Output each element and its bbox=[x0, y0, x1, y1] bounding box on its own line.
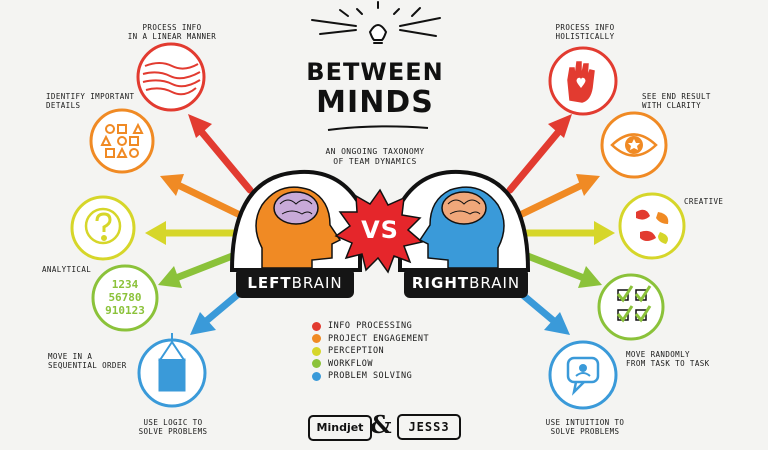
right-arrows bbox=[501, 114, 615, 335]
left-trait-4: MOVE IN A SEQUENTIAL ORDER bbox=[48, 352, 138, 370]
legend: INFO PROCESSING PROJECT ENGAGEMENT PERCE… bbox=[312, 320, 429, 383]
numbers-icon-text: 1234 56780 910123 bbox=[97, 278, 153, 317]
pencil-icon bbox=[137, 333, 207, 408]
right-trait-2: SEE END RESULT WITH CLARITY bbox=[642, 92, 732, 110]
jess3-logo: JESS3 bbox=[397, 414, 461, 440]
lightbulb-icon bbox=[311, 1, 441, 44]
checkmarks-icon bbox=[597, 273, 665, 341]
hand-heart-icon bbox=[548, 46, 618, 116]
left-trait-4-line2: SEQUENTIAL ORDER bbox=[48, 361, 127, 370]
legend-item: INFO PROCESSING bbox=[312, 320, 429, 333]
title-line-1: BETWEEN bbox=[306, 58, 444, 86]
legend-item: PROJECT ENGAGEMENT bbox=[312, 333, 429, 346]
legend-label: PERCEPTION bbox=[328, 346, 385, 357]
legend-label: INFO PROCESSING bbox=[328, 321, 413, 332]
linear-lines-icon bbox=[136, 42, 206, 112]
legend-label: PROBLEM SOLVING bbox=[328, 371, 413, 382]
right-trait-4: MOVE RANDOMLY FROM TASK TO TASK bbox=[626, 350, 726, 368]
shapes-grid-icon bbox=[89, 108, 155, 174]
ampersand: & bbox=[370, 410, 392, 439]
right-brain-label: RIGHTBRAIN bbox=[404, 268, 528, 298]
right-trait-1-line1: PROCESS INFO bbox=[555, 23, 615, 32]
page-title: BETWEEN MINDS bbox=[300, 58, 450, 120]
left-head-icon bbox=[229, 169, 362, 272]
left-trait-2-line1: IDENTIFY IMPORTANT bbox=[46, 92, 135, 101]
left-brain-bold: LEFT bbox=[247, 274, 292, 292]
left-trait-3-line1: ANALYTICAL bbox=[42, 265, 92, 274]
subtitle-line-1: AN ONGOING TAXONOMY bbox=[325, 147, 425, 156]
right-trait-4-line1: MOVE RANDOMLY bbox=[626, 350, 690, 359]
numbers-icon bbox=[91, 264, 159, 332]
left-brain-label: LEFTBRAIN bbox=[236, 268, 354, 298]
vs-starburst bbox=[334, 188, 424, 274]
question-mark-icon bbox=[70, 195, 136, 261]
right-trait-5-line2: SOLVE PROBLEMS bbox=[550, 427, 620, 436]
right-trait-2-line1: SEE END RESULT bbox=[642, 92, 711, 101]
mindjet-logo: Mindjet bbox=[308, 415, 372, 441]
numbers-row-2: 56780 bbox=[108, 291, 142, 304]
legend-dot-blue bbox=[312, 371, 321, 381]
left-trait-1-line1: PROCESS INFO bbox=[142, 23, 202, 32]
legend-item: PERCEPTION bbox=[312, 345, 429, 358]
left-trait-1: PROCESS INFO IN A LINEAR MANNER bbox=[120, 23, 224, 41]
legend-dot-green bbox=[312, 359, 321, 369]
title-underline bbox=[327, 125, 429, 131]
left-trait-1-line2: IN A LINEAR MANNER bbox=[127, 32, 217, 41]
right-brain-bold: RIGHT bbox=[411, 274, 470, 292]
right-trait-4-line2: FROM TASK TO TASK bbox=[626, 359, 710, 368]
subtitle: AN ONGOING TAXONOMY OF TEAM DYNAMICS bbox=[300, 147, 450, 167]
legend-label: PROJECT ENGAGEMENT bbox=[328, 333, 430, 344]
right-trait-5-line1: USE INTUITION TO bbox=[545, 418, 625, 427]
legend-item: WORKFLOW bbox=[312, 358, 429, 371]
numbers-row-1: 1234 bbox=[111, 278, 139, 291]
left-trait-2: IDENTIFY IMPORTANT DETAILS bbox=[46, 92, 146, 110]
vs-label: VS bbox=[361, 216, 399, 244]
subtitle-line-2: OF TEAM DYNAMICS bbox=[333, 157, 417, 166]
right-trait-2-line2: WITH CLARITY bbox=[642, 101, 701, 110]
right-trait-3-line1: CREATIVE bbox=[684, 197, 724, 206]
legend-dot-orange bbox=[312, 334, 321, 344]
left-arrows bbox=[145, 114, 259, 335]
right-trait-3: CREATIVE bbox=[684, 197, 744, 206]
legend-dot-yellow bbox=[312, 346, 321, 356]
right-trait-1-line2: HOLISTICALLY bbox=[555, 32, 615, 41]
legend-dot-red bbox=[312, 321, 321, 331]
left-trait-5-line2: SOLVE PROBLEMS bbox=[138, 427, 208, 436]
title-line-2: MINDS bbox=[316, 85, 434, 120]
right-brain-thin: BRAIN bbox=[469, 274, 521, 292]
left-trait-2-line2: DETAILS bbox=[46, 101, 81, 110]
paint-splash-icon bbox=[618, 192, 686, 260]
numbers-row-3: 910123 bbox=[105, 304, 145, 317]
speech-bubble-icon bbox=[548, 340, 618, 410]
right-trait-1: PROCESS INFO HOLISTICALLY bbox=[540, 23, 630, 41]
left-trait-3: ANALYTICAL bbox=[42, 265, 122, 274]
left-trait-5-line1: USE LOGIC TO bbox=[143, 418, 203, 427]
eye-icon bbox=[600, 111, 668, 179]
left-brain-thin: BRAIN bbox=[291, 274, 343, 292]
legend-item: PROBLEM SOLVING bbox=[312, 370, 429, 383]
left-trait-5: USE LOGIC TO SOLVE PROBLEMS bbox=[128, 418, 218, 436]
legend-label: WORKFLOW bbox=[328, 358, 373, 369]
left-trait-4-line1: MOVE IN A bbox=[48, 352, 93, 361]
right-head-icon bbox=[398, 169, 531, 272]
right-trait-5: USE INTUITION TO SOLVE PROBLEMS bbox=[540, 418, 630, 436]
